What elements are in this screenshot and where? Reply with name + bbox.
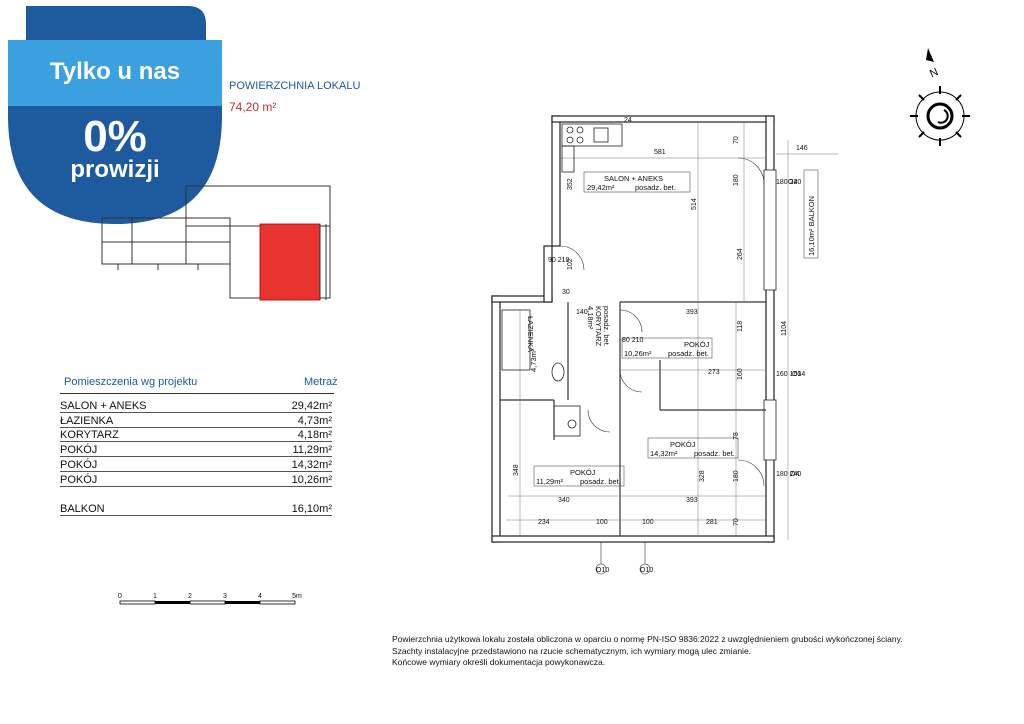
svg-text:393: 393 [686, 309, 698, 316]
svg-text:1: 1 [153, 593, 157, 600]
compass-icon: N [910, 48, 970, 146]
svg-text:264: 264 [737, 248, 744, 260]
svg-text:O2: O2 [788, 179, 797, 186]
room-pokoj-b-name: POKÓJ [670, 440, 696, 449]
promo-badge [8, 6, 222, 224]
room-korytarz-area: 4,18m² [586, 306, 595, 330]
promo-line2: 0% [83, 112, 147, 161]
svg-text:581: 581 [654, 149, 666, 156]
svg-text:273: 273 [708, 369, 720, 376]
svg-text:352: 352 [567, 178, 574, 190]
svg-text:O10: O10 [596, 567, 609, 574]
svg-text:5m: 5m [292, 593, 302, 600]
svg-text:posadz. bet.: posadz. bet. [694, 449, 735, 458]
svg-text:118: 118 [737, 321, 744, 332]
room-korytarz-name: KORYTARZ [594, 306, 603, 347]
table-row: POKÓJ 10,26m² [60, 474, 332, 487]
room-pokoj-c-name: POKÓJ [570, 468, 596, 477]
svg-text:70: 70 [733, 136, 740, 144]
svg-text:160: 160 [737, 368, 744, 380]
svg-text:180 240: 180 240 [776, 179, 801, 186]
room-pokoj-b-area: 14,32m² [650, 449, 678, 458]
table-row: POKÓJ 11,29m² [60, 444, 332, 457]
svg-text:70: 70 [733, 518, 740, 526]
svg-text:O14: O14 [792, 371, 805, 378]
room-pokoj-c-area: 11,29m² [536, 477, 563, 486]
svg-text:328: 328 [699, 470, 706, 482]
room-salon-area: 29,42m² [587, 183, 615, 192]
svg-text:1104: 1104 [781, 321, 788, 336]
area-label: POWIERZCHNIA LOKALU [229, 80, 361, 92]
room-lazienka-name: ŁAZIENKA [526, 316, 535, 352]
highlighted-unit [259, 223, 321, 301]
svg-text:24: 24 [624, 117, 632, 124]
svg-text:281: 281 [706, 519, 718, 526]
floor-plan: SALON + ANEKS 29,42m² posadz. bet. POKÓJ… [491, 115, 838, 575]
svg-text:393: 393 [686, 497, 698, 504]
svg-text:80 210: 80 210 [622, 337, 644, 344]
svg-text:O10: O10 [640, 567, 653, 574]
svg-text:102: 102 [567, 258, 574, 270]
table-header-rooms: Pomieszczenia wg projektu [64, 376, 198, 388]
svg-text:514: 514 [691, 198, 698, 210]
location-mini-plan [101, 185, 331, 301]
svg-text:78: 78 [733, 432, 740, 440]
svg-text:348: 348 [513, 464, 520, 476]
svg-text:180: 180 [733, 174, 740, 186]
svg-text:0: 0 [118, 593, 122, 600]
table-row: KORYTARZ 4,18m² [60, 429, 332, 442]
table-header-area: Metraż [304, 376, 338, 388]
svg-text:180: 180 [733, 470, 740, 482]
scale-bar: 0 1 2 3 4 5m [118, 593, 302, 605]
area-value: 74,20 m² [229, 100, 277, 114]
room-balkon-name: 16,10m² BALKON [807, 196, 816, 256]
room-pokoj-a-area: 10,26m² [624, 349, 652, 358]
promo-line3: prowizji [70, 156, 160, 183]
promo-line1: Tylko u nas [49, 58, 181, 85]
svg-text:2: 2 [188, 593, 192, 600]
svg-text:100: 100 [642, 519, 654, 526]
table-row: SALON + ANEKS 29,42m² [60, 400, 332, 413]
room-lazienka-area: 4,73m² [529, 348, 538, 372]
svg-text:30: 30 [562, 289, 570, 296]
room-pokoj-a-name: POKÓJ [684, 340, 710, 349]
table-row-balcony: BALKON 16,10m² [60, 503, 332, 516]
svg-text:posadz. bet.: posadz. bet. [580, 477, 621, 486]
svg-text:N: N [928, 66, 940, 80]
svg-text:140: 140 [576, 309, 588, 316]
room-salon-name: SALON + ANEKS [604, 174, 663, 183]
svg-text:posadz. bet.: posadz. bet. [635, 183, 676, 192]
note-line-3: Końcowe wymiary określi dokumentacja pow… [392, 657, 606, 667]
note-line-2: Szachty instalacyjne przedstawiono na rz… [392, 646, 752, 656]
svg-text:234: 234 [538, 519, 550, 526]
note-line-1: Powierzchnia użytkowa lokalu została obl… [392, 634, 903, 644]
table-rule [60, 393, 334, 394]
svg-text:4: 4 [258, 593, 262, 600]
svg-text:90 210: 90 210 [548, 257, 570, 264]
svg-text:posadz. bet.: posadz. bet. [602, 306, 611, 347]
svg-text:O4: O4 [790, 471, 799, 478]
svg-text:340: 340 [558, 497, 570, 504]
table-row: ŁAZIENKA 4,73m² [60, 415, 332, 428]
svg-text:146: 146 [796, 145, 808, 152]
svg-text:100: 100 [596, 519, 608, 526]
svg-text:180 240: 180 240 [776, 471, 801, 478]
svg-text:160 150: 160 150 [776, 371, 801, 378]
table-row: POKÓJ 14,32m² [60, 459, 332, 472]
svg-text:3: 3 [223, 593, 227, 600]
svg-text:posadz. bet.: posadz. bet. [668, 349, 709, 358]
